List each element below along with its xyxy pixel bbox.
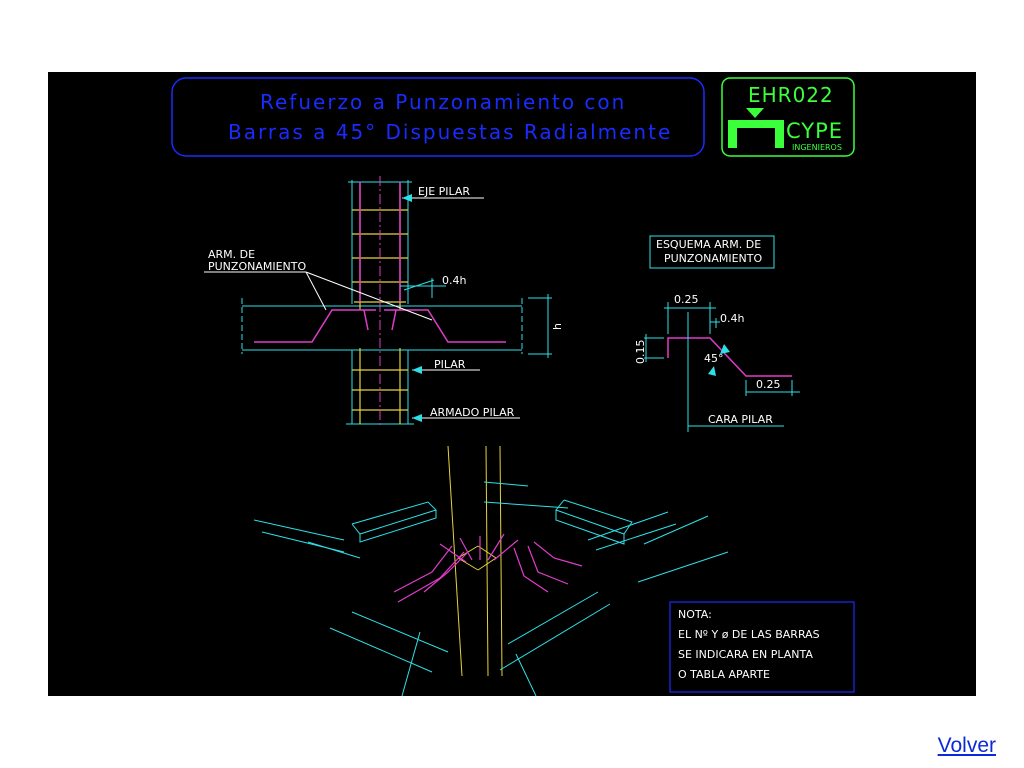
logo-subtext: INGENIEROS (792, 143, 842, 152)
cad-drawing: Refuerzo a Punzonamiento con Barras a 45… (48, 72, 976, 696)
note-line-4: O TABLA APARTE (678, 668, 770, 681)
scheme-dim-025-top: 0.25 (674, 293, 699, 306)
scheme-title-line-1: ESQUEMA ARM. DE (656, 238, 761, 251)
arm-label-line-1: ARM. DE (208, 248, 255, 261)
section-view: EJE PILAR ARM. DE PUNZONAMIENTO 0.4h h P… (204, 176, 564, 428)
scheme-dim-025-bottom: 0.25 (756, 378, 781, 391)
eje-pilar-label: EJE PILAR (418, 185, 470, 198)
scheme-title-line-2: PUNZONAMIENTO (664, 252, 762, 265)
note-line-3: SE INDICARA EN PLANTA (678, 648, 813, 661)
note-line-1: NOTA: (678, 608, 712, 621)
bar-scheme: ESQUEMA ARM. DE PUNZONAMIENTO 0.25 0.4h … (634, 235, 800, 432)
title-block: Refuerzo a Punzonamiento con Barras a 45… (171, 77, 705, 157)
isometric-view (253, 445, 729, 696)
note-line-2: EL Nº Y ø DE LAS BARRAS (678, 628, 820, 641)
arm-label-line-2: PUNZONAMIENTO (208, 260, 306, 273)
title-line-1: Refuerzo a Punzonamiento con (260, 90, 626, 114)
pilar-label: PILAR (434, 358, 466, 371)
logo-text: CYPE (786, 119, 843, 143)
cara-pilar-label: CARA PILAR (708, 413, 773, 426)
volver-link[interactable]: Volver (937, 734, 996, 757)
cype-logo-icon (728, 108, 784, 148)
scheme-angle: 45° (704, 352, 724, 365)
note-block: NOTA: EL Nº Y ø DE LAS BARRAS SE INDICAR… (669, 601, 855, 693)
scheme-dim-015: 0.15 (634, 340, 647, 365)
dim-h-label: h (551, 323, 564, 330)
scheme-dim-04h: 0.4h (720, 312, 744, 325)
armado-pilar-label: ARMADO PILAR (430, 406, 515, 419)
cype-logo-block: EHR022 CYPE INGENIEROS (721, 77, 855, 157)
title-line-2: Barras a 45° Dispuestas Radialmente (228, 120, 672, 144)
drawing-code: EHR022 (748, 83, 834, 107)
dim-04h-label: 0.4h (442, 274, 466, 287)
